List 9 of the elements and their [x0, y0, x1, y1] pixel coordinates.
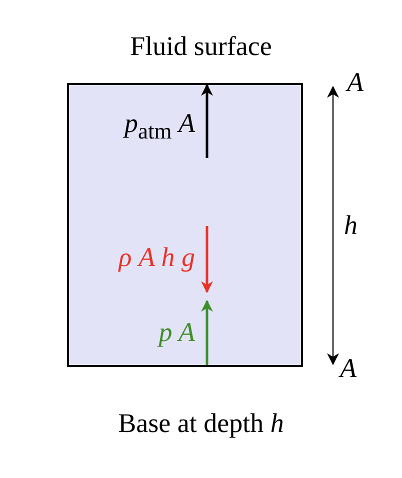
area-label: A: [347, 69, 364, 96]
title: Fluid surface: [129, 33, 273, 60]
area-label: A: [340, 355, 356, 382]
fluid-column-box: [67, 83, 303, 367]
force-label: ρ A h g: [118, 244, 195, 271]
force-label: p$_{atm}$ A: [124, 110, 195, 143]
caption: Base at depth h: [117, 410, 285, 437]
dimension-label: h: [344, 212, 358, 239]
force-label: p A: [158, 319, 195, 346]
